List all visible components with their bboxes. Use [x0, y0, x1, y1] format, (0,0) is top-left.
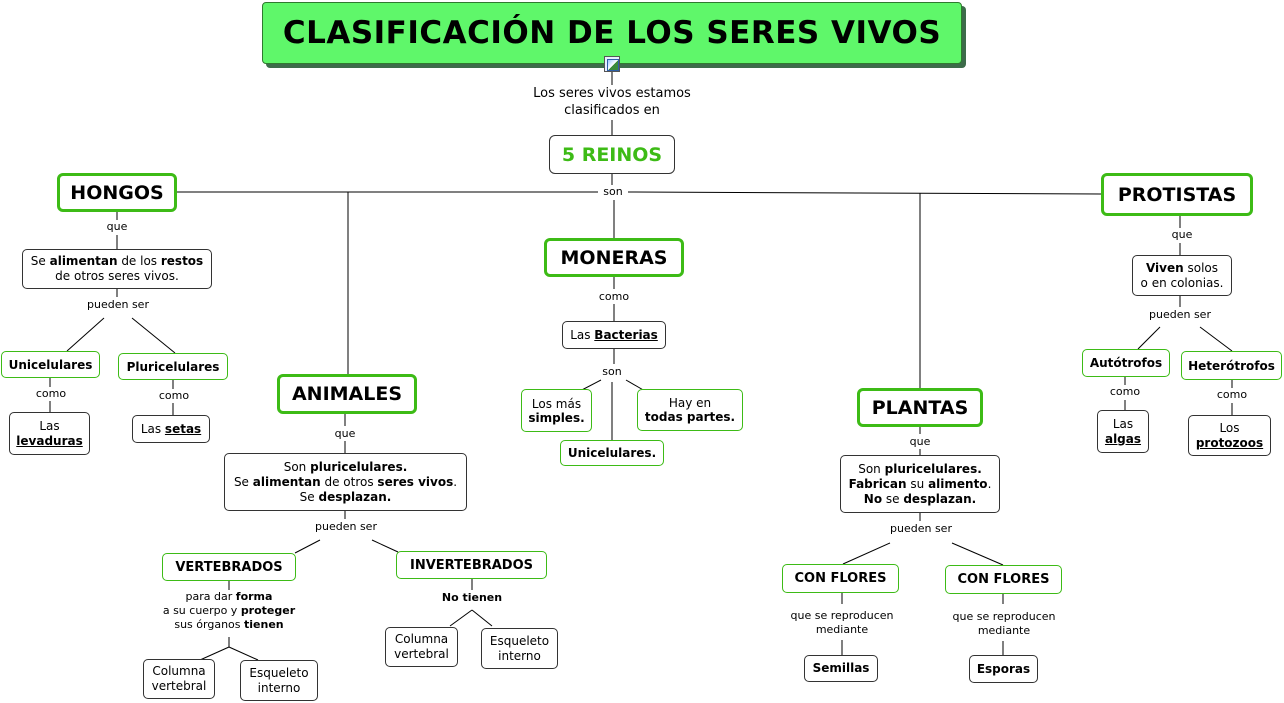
protistas-como-2: como: [1213, 388, 1251, 402]
hongos-link-pueden-ser: pueden ser: [82, 298, 154, 312]
con-flores-node-1[interactable]: CON FLORES: [782, 564, 899, 593]
hongos-pluricelulares-node[interactable]: Pluricelulares: [118, 353, 228, 380]
plantas-description[interactable]: Son pluricelulares. Fabrican su alimento…: [840, 455, 1000, 513]
hongos-node[interactable]: HONGOS: [57, 173, 177, 212]
protistas-como-1: como: [1106, 385, 1144, 399]
protistas-link-pueden-ser: pueden ser: [1144, 308, 1216, 322]
vertebrados-link: para dar forma a su cuerpo y proteger su…: [150, 590, 308, 632]
hongos-unicelulares-node[interactable]: Unicelulares: [1, 351, 100, 378]
setas-node[interactable]: Las setas: [132, 415, 210, 443]
animales-node[interactable]: ANIMALES: [277, 374, 417, 414]
con-flores-node-2[interactable]: CON FLORES: [945, 565, 1062, 594]
protistas-node[interactable]: PROTISTAS: [1101, 173, 1253, 216]
image-attachment-icon[interactable]: [604, 56, 620, 72]
moneras-link-son: son: [597, 365, 627, 379]
plantas-link-que: que: [905, 435, 935, 449]
hongos-como-2: como: [155, 389, 193, 403]
plantas-link-pueden-ser: pueden ser: [885, 522, 957, 536]
invertebrados-node[interactable]: INVERTEBRADOS: [396, 551, 547, 579]
moneras-link-como: como: [594, 290, 634, 304]
animales-link-pueden-ser: pueden ser: [310, 520, 382, 534]
vertebrados-node[interactable]: VERTEBRADOS: [162, 553, 296, 581]
animales-link-que: que: [330, 427, 360, 441]
animales-description[interactable]: Son pluricelulares. Se alimentan de otro…: [224, 453, 467, 511]
plantas-node[interactable]: PLANTAS: [857, 388, 983, 427]
heterotrofos-node[interactable]: Heterótrofos: [1181, 351, 1282, 380]
reinos-node[interactable]: 5 REINOS: [549, 135, 675, 174]
son-label: son: [598, 185, 628, 199]
autotrofos-node[interactable]: Autótrofos: [1082, 349, 1170, 377]
hongos-como-1: como: [32, 387, 70, 401]
esporas-node[interactable]: Esporas: [969, 655, 1038, 683]
invertebrados-link: No tienen: [432, 591, 512, 605]
bacterias-node[interactable]: Las Bacterias: [562, 321, 666, 349]
diagram-title: CLASIFICACIÓN DE LOS SERES VIVOS: [262, 2, 962, 64]
protistas-link-que: que: [1167, 228, 1197, 242]
hongos-link-que: que: [102, 220, 132, 234]
moneras-unicelulares-node[interactable]: Unicelulares.: [560, 440, 664, 466]
semillas-node[interactable]: Semillas: [804, 655, 878, 682]
moneras-node[interactable]: MONERAS: [544, 238, 684, 277]
